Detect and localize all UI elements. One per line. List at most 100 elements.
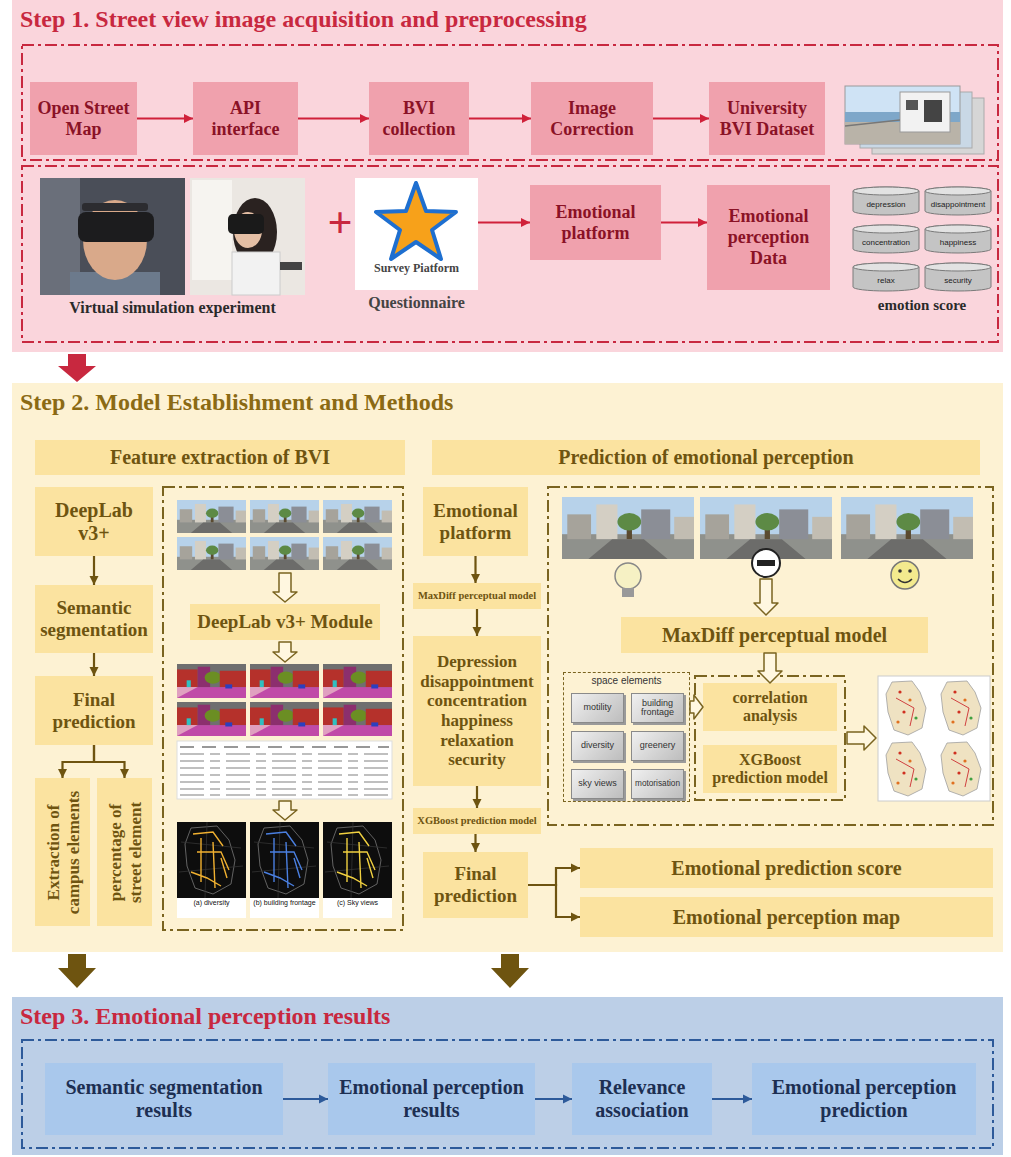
emotion-map [878,676,990,801]
dashdot-frame [163,487,993,930]
model-box-text: XGBoost prediction model [417,815,536,827]
model-box: correlation analysis [703,683,837,731]
model-box-text: MaxDiff perceptual model [662,624,887,647]
label-holder: (b) building frontage [250,899,319,906]
output-box-text: Emotional prediction score [671,857,901,880]
connector [471,556,480,583]
element-cube: diversity [571,731,624,761]
model-box: MaxDiff perceptual model [413,583,541,609]
arrowhead [473,799,482,808]
cylinder-body [853,187,919,215]
dashdot-frame [163,487,403,930]
lightbulb-icon [615,563,641,597]
emotion-map [880,678,934,738]
smiley-icon [891,561,919,589]
street-photo [323,500,392,533]
connector [528,885,580,922]
map-image [250,898,319,918]
segmentation-image [177,664,392,736]
smiley-icon [898,579,912,583]
module-box: DeepLab v3+ Module [190,604,380,640]
process-box-text: Semantic segmentation [39,597,149,641]
step-band-text: Step 1. Street view image acquisition an… [20,6,587,34]
minus-icon [752,549,780,577]
connector-line [298,117,369,119]
section-header: Prediction of emotional perception [432,440,980,475]
model-box-text: XGBoost prediction model [707,751,833,788]
process-box-text: Open Street Map [34,98,133,139]
element-cube: sky views [571,769,624,799]
vr-photo [232,252,280,295]
model-box-text: correlation analysis [707,689,833,726]
process-box-text: Extraction of campus elements [43,784,82,920]
vr-photo [280,262,302,270]
database-cylinder: disappointment [924,186,992,216]
map-image [250,822,319,898]
dashdot-frame [695,676,845,800]
survey-logo-text: Questionnaire [368,294,465,312]
segmentation-image [177,702,246,736]
cylinder-body [853,263,919,291]
connector [712,1095,752,1104]
segmentation-image [177,664,246,698]
result-box: Relevance association [572,1063,712,1135]
element-cube: motility [571,693,624,723]
process-box: Open Street Map [30,82,137,155]
survey-logo [355,178,478,290]
emotion-map [878,676,990,801]
arrowhead [58,769,67,778]
map-caption: (c) Sky views [323,899,392,906]
map-image [177,822,392,918]
connector [471,834,480,852]
process-box: Final prediction [35,676,153,745]
cylinder-body [925,187,991,215]
hollow-arrow [273,801,297,820]
caption: emotion score [852,297,992,314]
dashdot-frame [548,487,993,825]
connector [90,556,99,585]
process-box: API interface [193,82,298,155]
map-caption: (a) diversity [177,899,246,906]
cylinder-top [853,187,919,195]
process-box-text: University BVI Dataset [713,98,821,139]
survey-logo [376,183,456,259]
process-box: Extraction of campus elements [35,778,90,926]
arrowhead [743,1095,752,1104]
emotion-list-box: Depression disappointment concentration … [413,636,541,786]
data-table [177,741,392,799]
dataset-photos [845,120,900,126]
dashdot-frame [22,45,998,342]
database-cylinder: concentration [852,224,920,254]
connector [58,745,94,778]
database-cylinder-text: security [944,276,972,285]
arrowhead [563,1095,572,1104]
section-header-text: Feature extraction of BVI [110,446,330,469]
arrowhead [473,627,482,636]
data-table [180,788,389,789]
process-box-text: Final prediction [39,689,149,733]
data-table [180,767,389,768]
block-arrow [58,354,96,382]
module-box-text: DeepLab v3+ Module [197,611,373,633]
cylinder-top [853,225,919,233]
rotated-text-frame: Extraction of campus elements [35,778,90,926]
result-box-text: Emotional perception results [332,1076,531,1122]
connector [473,609,482,636]
segmentation-image [250,702,319,736]
arrowhead [471,843,480,852]
block-arrow [58,954,96,988]
database-cylinder-text: depression [866,200,905,209]
process-box: Emotional perception Data [707,185,830,290]
connector [478,218,530,227]
connector-line [469,117,531,119]
arrowhead [184,114,193,123]
connector [283,1095,328,1104]
result-box: Emotional perception prediction [752,1063,976,1135]
connector-line [528,885,580,917]
emotion-map [880,739,934,799]
process-box: Semantic segmentation [35,585,153,653]
element-cube-text: motility [583,703,611,712]
photo-caption: Virtual simulation experiment [40,299,305,317]
element-cube-text: building frontage [635,699,680,718]
step-band: Step 2. Model Establishment and MethodsF… [12,383,1003,952]
